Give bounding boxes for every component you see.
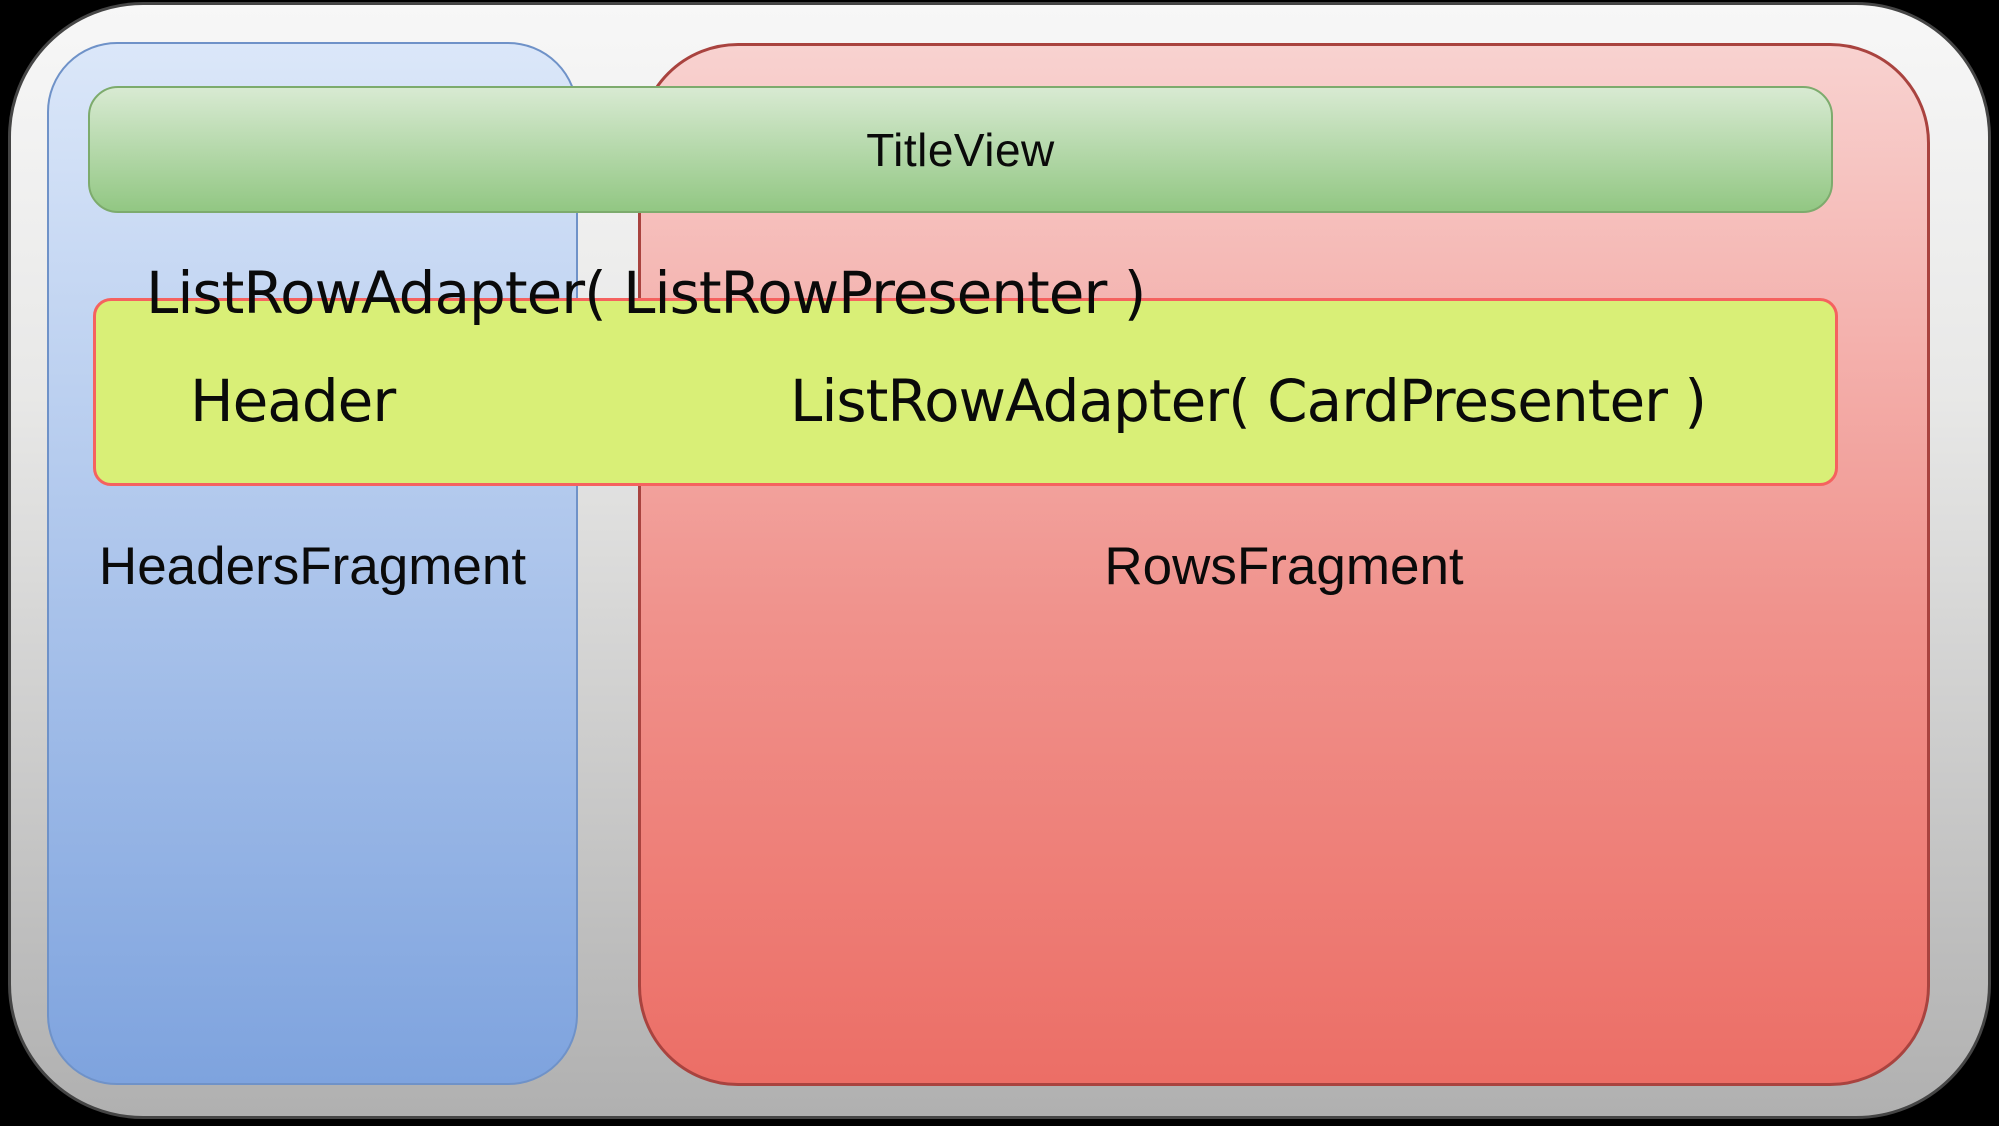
list-row-adapter-presenter-label: ListRowAdapter( ListRowPresenter ) bbox=[146, 259, 1146, 327]
title-view-bar: TitleView bbox=[88, 86, 1833, 213]
rows-fragment-panel bbox=[638, 43, 1930, 1086]
title-view-label: TitleView bbox=[866, 123, 1055, 176]
list-row-adapter-card-label: ListRowAdapter( CardPresenter ) bbox=[790, 367, 1707, 435]
headers-fragment-label: HeadersFragment bbox=[98, 537, 527, 596]
headers-fragment-panel bbox=[47, 42, 578, 1085]
list-row-box bbox=[93, 298, 1838, 486]
header-label: Header bbox=[190, 367, 396, 435]
rows-fragment-label: RowsFragment bbox=[1104, 537, 1464, 596]
